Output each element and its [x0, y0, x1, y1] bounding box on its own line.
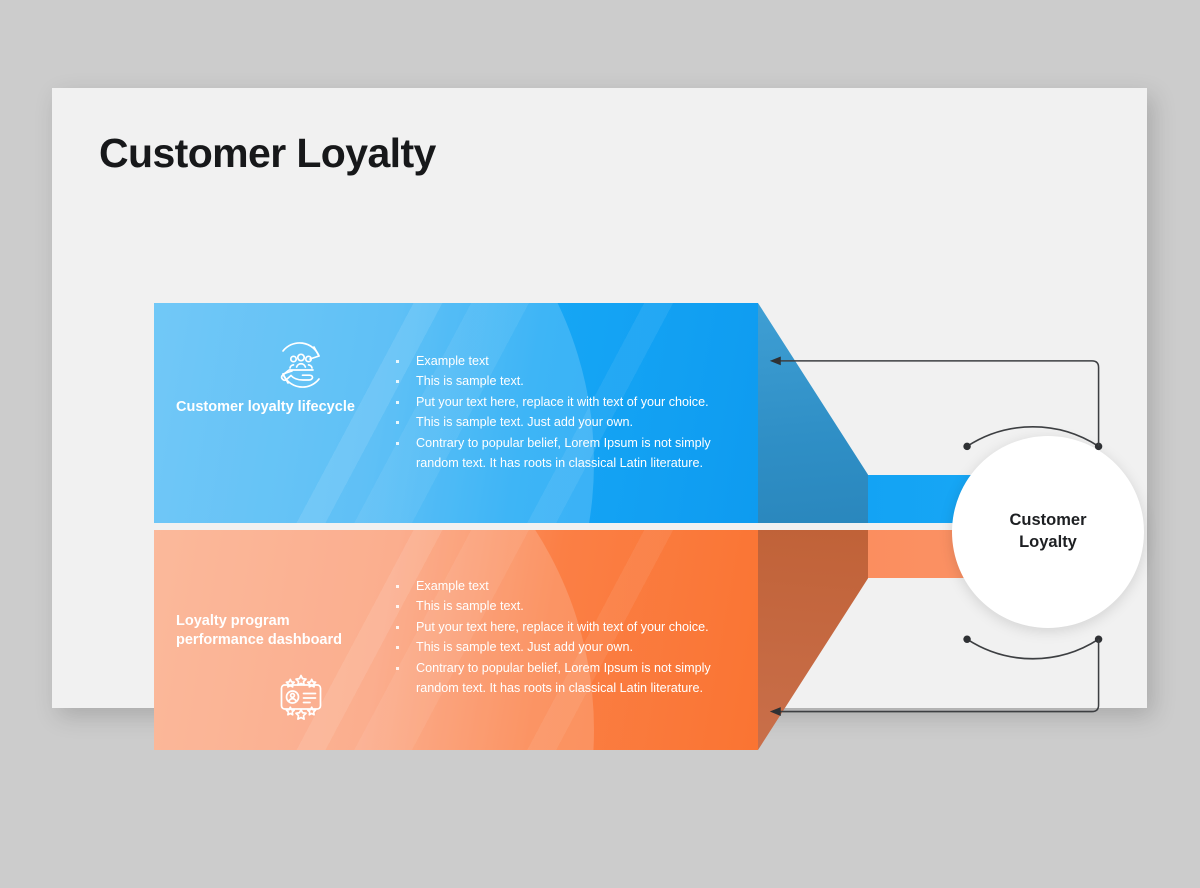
hub-arc-bottom	[963, 635, 1103, 660]
bullet-list-customer-loyalty-lifecycle: Example text This is sample text. Put yo…	[394, 351, 744, 473]
panel-loyalty-program-performance-dashboard[interactable]: Loyalty program performance dashboard Ex…	[154, 530, 758, 750]
list-item: Contrary to popular belief, Lorem Ipsum …	[394, 433, 744, 474]
bullet-list-loyalty-program-performance-dashboard: Example text This is sample text. Put yo…	[394, 576, 744, 698]
list-item: This is sample text.	[394, 596, 744, 616]
list-item: This is sample text.	[394, 371, 744, 391]
panel-label-customer-loyalty-lifecycle: Customer loyalty lifecycle	[176, 399, 355, 415]
page-title: Customer Loyalty	[99, 130, 436, 176]
hub-circle[interactable]: Customer Loyalty	[952, 436, 1144, 628]
panel-label-loyalty-program-performance-dashboard: Loyalty program performance dashboard	[176, 613, 342, 649]
list-item: Put your text here, replace it with text…	[394, 392, 744, 412]
hub-label: Customer Loyalty	[1009, 511, 1087, 551]
panel-bevel-blue	[758, 303, 868, 523]
list-item: Example text	[394, 576, 744, 596]
panel-background	[154, 303, 758, 523]
list-item: Example text	[394, 351, 744, 371]
list-item: Contrary to popular belief, Lorem Ipsum …	[394, 658, 744, 699]
list-item: This is sample text. Just add your own.	[394, 412, 744, 432]
list-item: This is sample text. Just add your own.	[394, 637, 744, 657]
slide-canvas: Customer Loyalty	[52, 88, 1147, 750]
loyalty-lifecycle-icon	[270, 334, 332, 401]
panel-background	[154, 530, 758, 750]
id-badge-stars-icon	[270, 666, 332, 733]
list-item: Put your text here, replace it with text…	[394, 617, 744, 637]
slide-surface: Customer Loyalty	[52, 88, 1147, 750]
panel-customer-loyalty-lifecycle[interactable]: Customer loyalty lifecycle Example text …	[154, 303, 758, 523]
panel-bevel-orange	[758, 530, 868, 750]
